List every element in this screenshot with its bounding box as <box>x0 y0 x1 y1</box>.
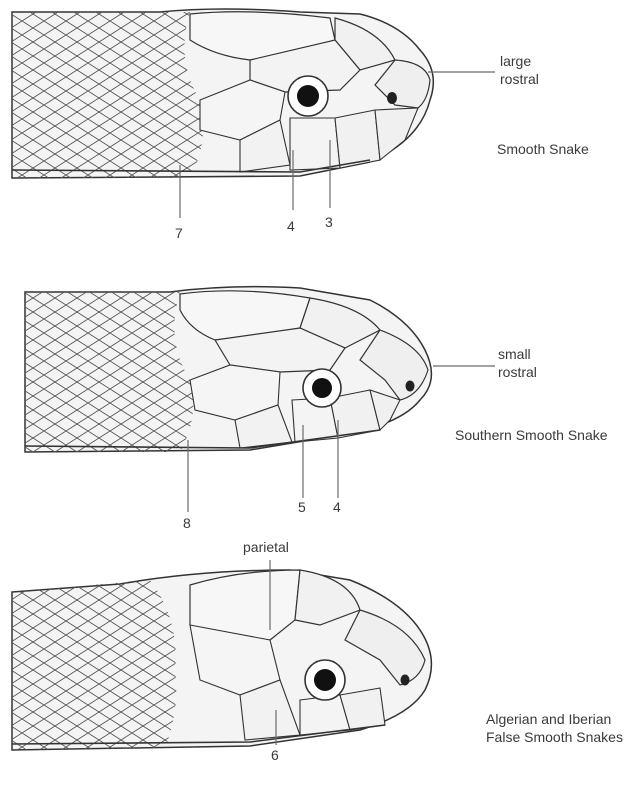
scale-count-label: 6 <box>271 746 279 764</box>
panel-algerian-iberian-false-smooth-snakes: parietal Algerian and Iberian False Smoo… <box>0 530 643 788</box>
scale-count-label: 7 <box>175 224 183 242</box>
rostral-label: large rostral <box>500 52 539 88</box>
scale-count-label: 4 <box>287 217 295 235</box>
species-name: Algerian and Iberian False Smooth Snakes <box>486 710 623 746</box>
scale-count-label: 5 <box>298 498 306 516</box>
panel-southern-smooth-snake: small rostral Southern Smooth Snake 8 5 … <box>0 270 643 530</box>
nostril <box>401 675 410 686</box>
smooth-snake-head-illustration <box>0 0 643 250</box>
rostral-label: small rostral <box>498 345 537 381</box>
species-name: Southern Smooth Snake <box>455 426 608 444</box>
scale-count-label: 4 <box>333 498 341 516</box>
nostril <box>406 381 415 392</box>
false-smooth-snake-head-illustration <box>0 530 643 788</box>
species-name: Smooth Snake <box>497 140 589 158</box>
scale-count-label: 3 <box>325 213 333 231</box>
parietal-label: parietal <box>243 538 289 556</box>
southern-smooth-snake-head-illustration <box>0 270 643 530</box>
panel-smooth-snake: large rostral Smooth Snake 7 4 3 <box>0 0 643 250</box>
nostril <box>387 92 397 104</box>
